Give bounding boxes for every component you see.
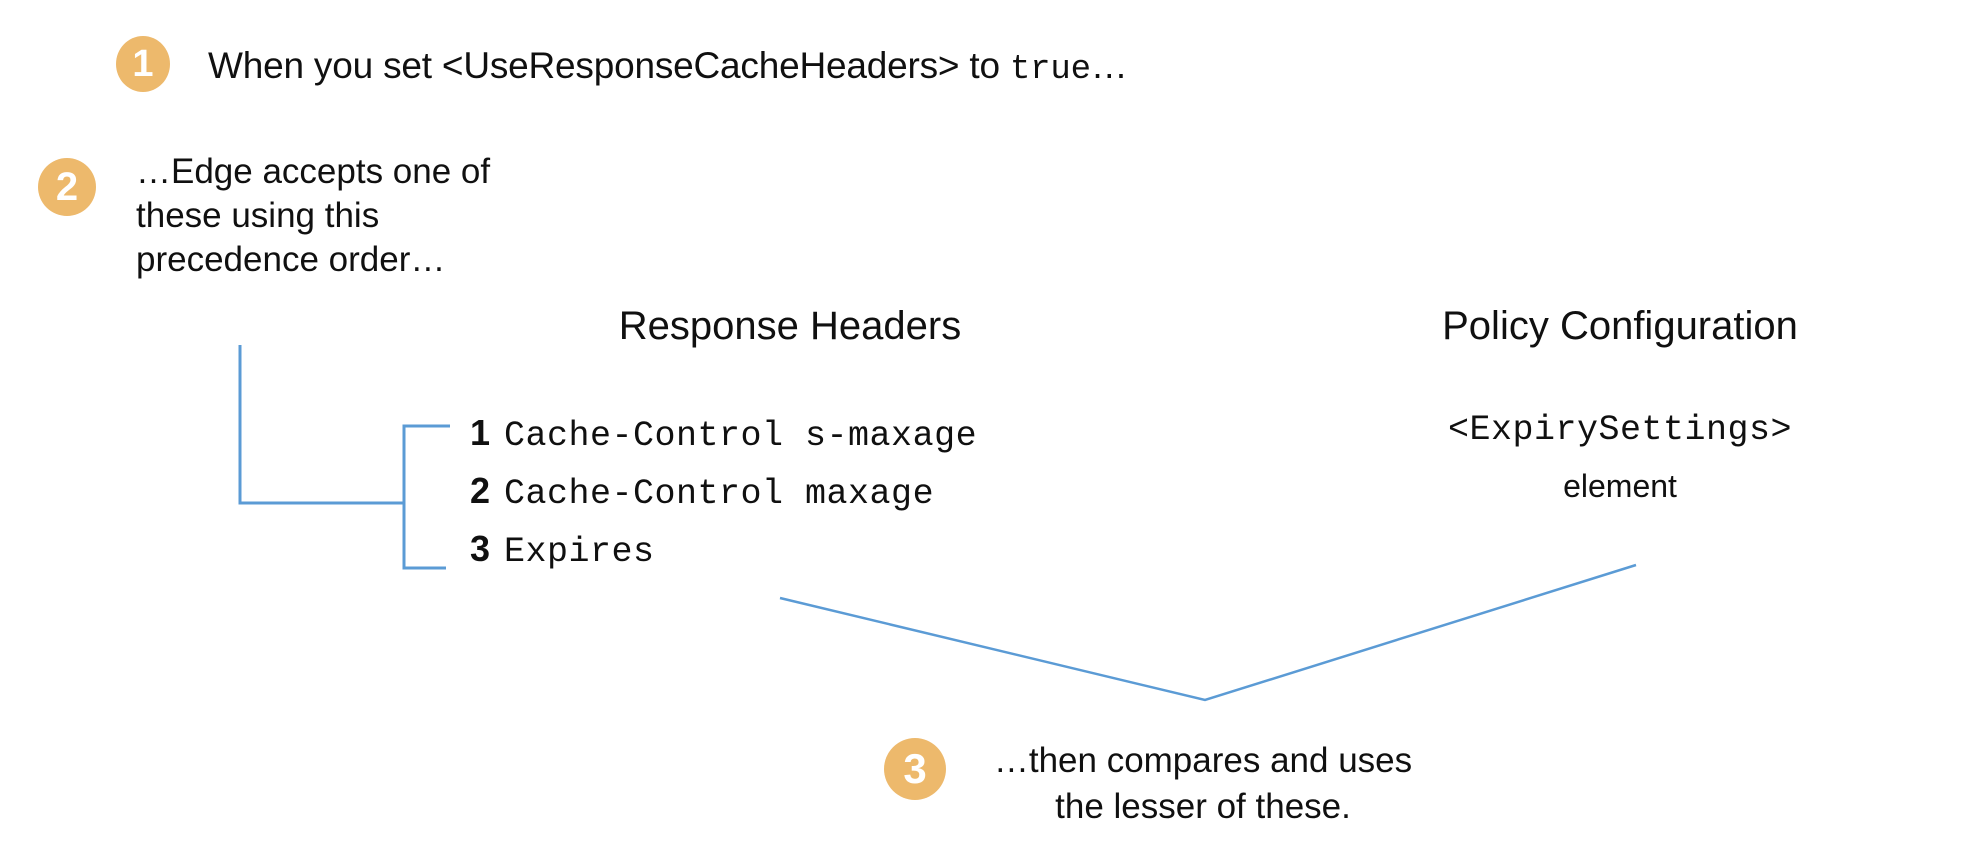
list-item-label: Expires: [504, 532, 655, 572]
callout-badge-1: 1: [116, 36, 170, 92]
policy-element-name: <ExpirySettings>: [1447, 410, 1793, 450]
precedence-bracket: [402, 424, 450, 570]
list-item-number: 3: [470, 528, 491, 569]
precedence-list: 1 Cache-Control s-maxage 2 Cache-Control…: [470, 412, 977, 586]
callout-1-text: When you set <UseResponseCacheHeaders> t…: [208, 40, 1128, 96]
callout-1-text-suffix: …: [1090, 45, 1128, 86]
callout-3-line-1: …then compares and uses: [993, 741, 1413, 780]
policy-configuration-heading: Policy Configuration: [1442, 304, 1798, 348]
response-headers-heading: Response Headers: [618, 304, 962, 348]
list-item: 3 Expires: [470, 528, 977, 586]
list-item: 1 Cache-Control s-maxage: [470, 412, 977, 470]
list-item-number: 2: [470, 470, 491, 511]
callout-3-text: …then compares and uses the lesser of the…: [968, 738, 1438, 830]
callout-badge-2: 2: [38, 158, 96, 216]
list-item: 2 Cache-Control maxage: [470, 470, 977, 528]
list-item-label: Cache-Control maxage: [504, 474, 935, 514]
callout2-elbow-connector: [238, 345, 404, 505]
policy-element-label: element: [1563, 468, 1677, 504]
callout-2-text: …Edge accepts one of these using this pr…: [136, 152, 491, 279]
callout-1-code-value: true: [1009, 51, 1091, 89]
callout-3-line-2: the lesser of these.: [1055, 787, 1351, 826]
callout-badge-3: 3: [884, 738, 946, 800]
list-item-label: Cache-Control s-maxage: [504, 416, 978, 456]
callout-1-text-prefix: When you set <UseResponseCacheHeaders> t…: [208, 45, 1010, 86]
list-item-number: 1: [470, 412, 491, 453]
